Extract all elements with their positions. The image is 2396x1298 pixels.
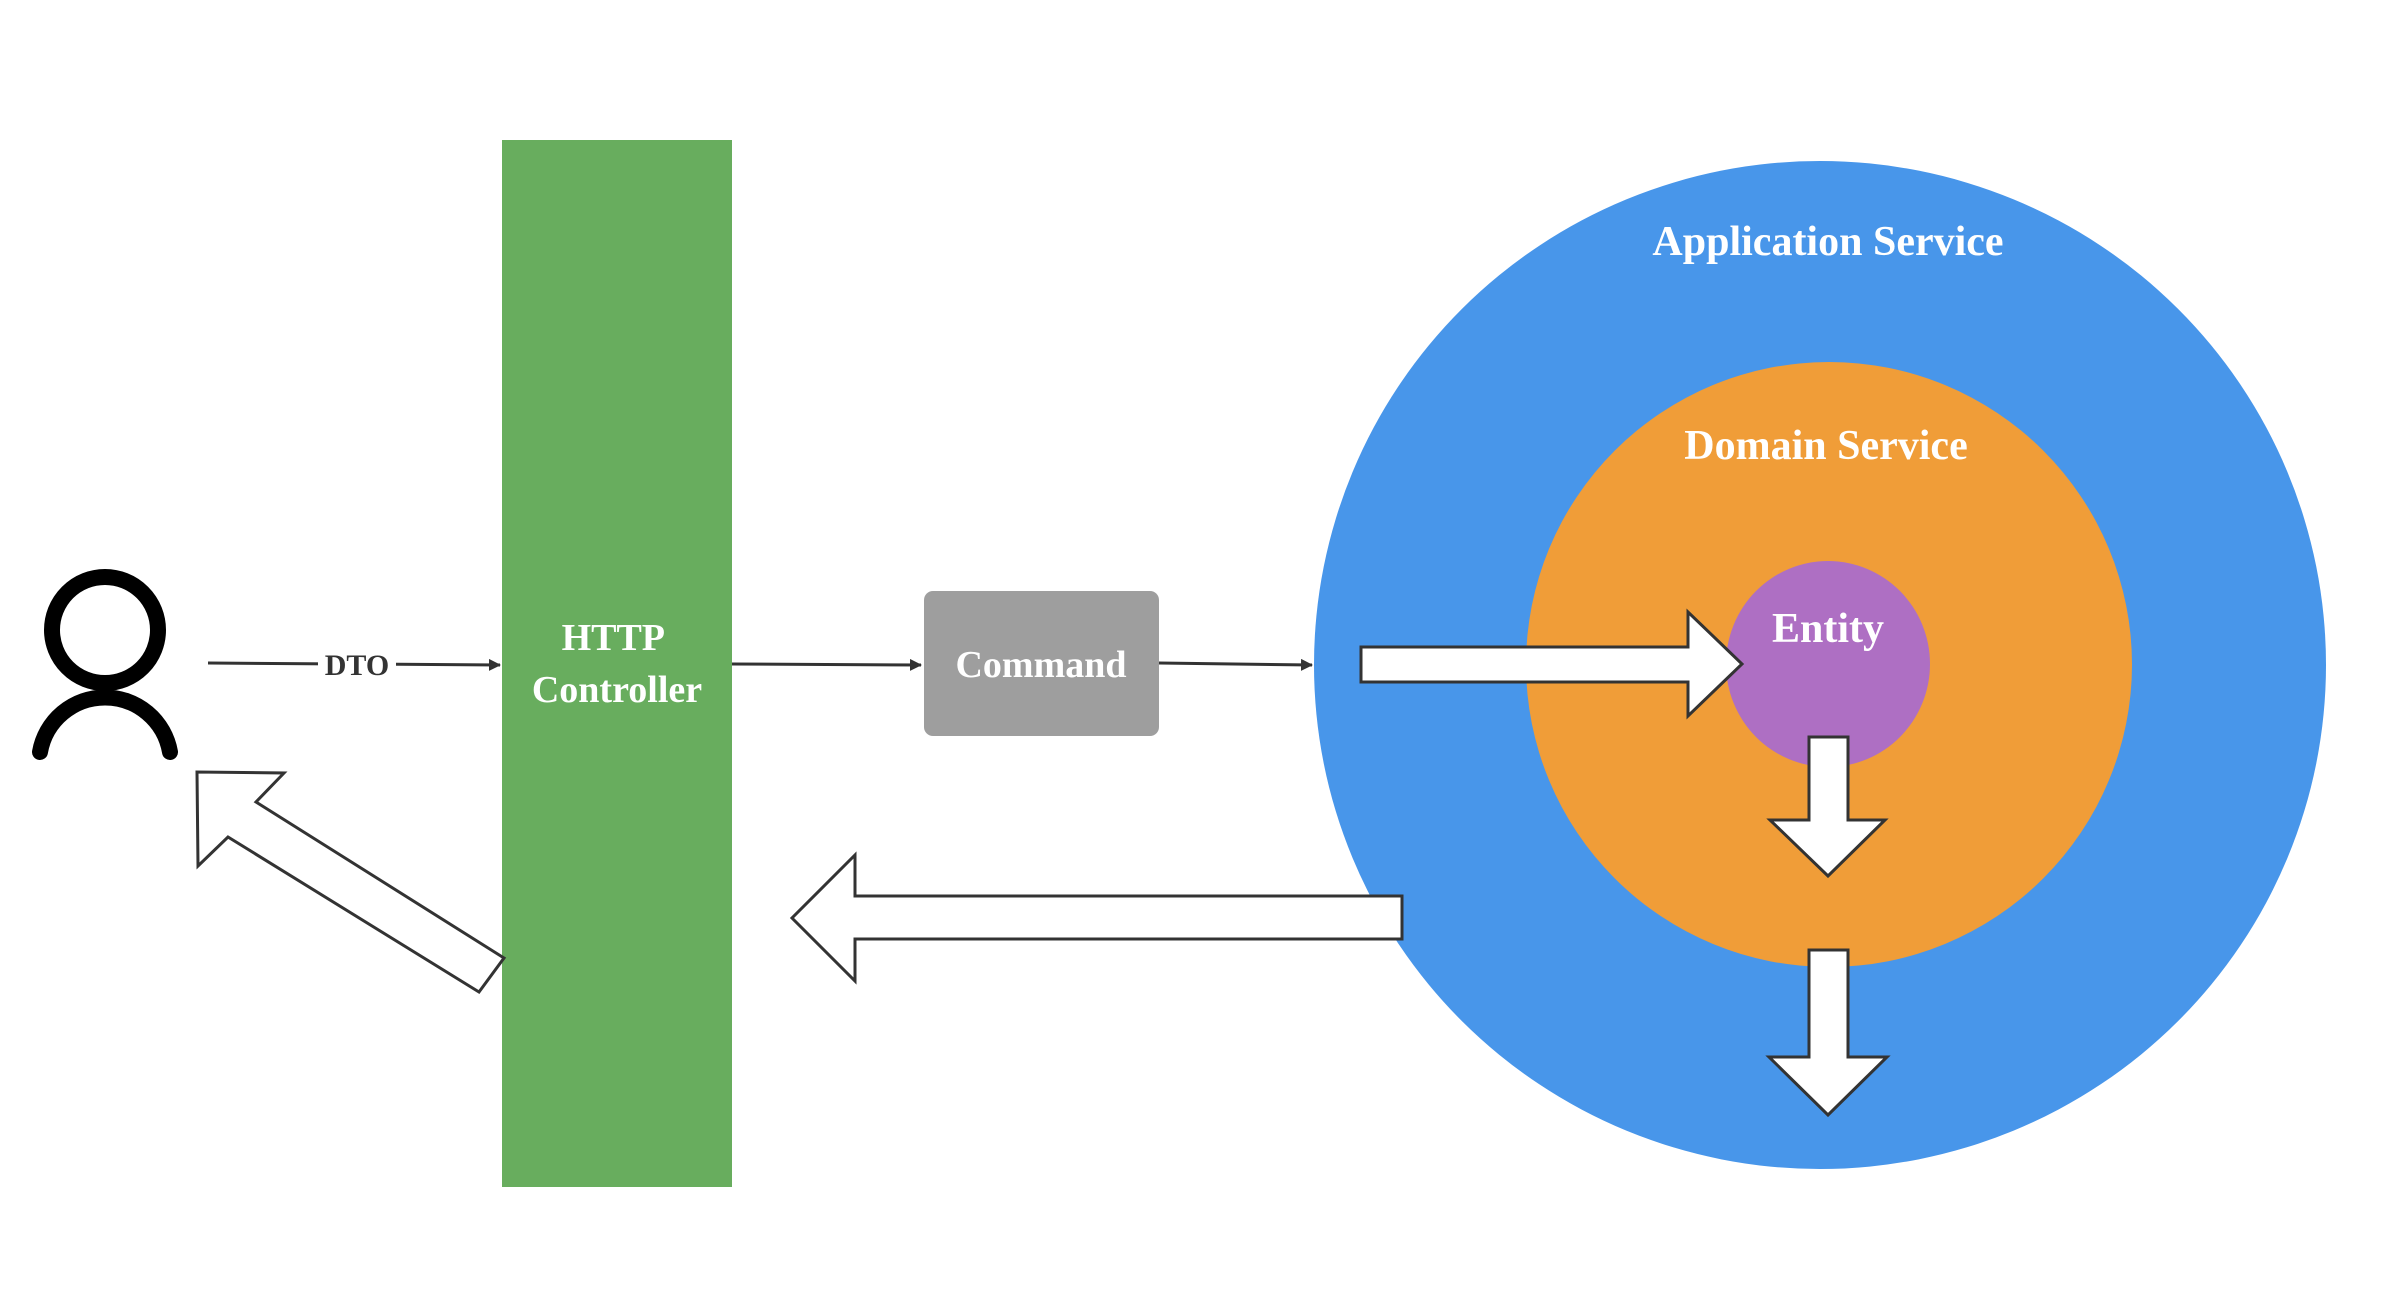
user-icon — [32, 569, 178, 760]
block-arrow-return-left — [789, 851, 1404, 985]
block-arrow-into-entity — [1359, 608, 1745, 720]
command-label: Command — [955, 644, 1126, 686]
command-to-service-arrow — [1158, 658, 1313, 671]
entity-circle — [1726, 561, 1930, 767]
block-arrow-entity-down — [1766, 735, 1889, 879]
http-controller-label-line2: Controller — [532, 669, 702, 711]
http-controller-label-line1: HTTP — [562, 617, 665, 659]
dto-label-background — [318, 647, 396, 681]
http-controller-label: HTTP Controller — [532, 617, 702, 711]
block-arrow-domain-down — [1765, 948, 1891, 1118]
dto-label: DTO — [325, 649, 389, 682]
block-arrow-return-user — [195, 770, 507, 995]
http-controller-box — [502, 140, 732, 1187]
domain-service-label: Domain Service — [1684, 423, 1967, 469]
controller-to-command-arrow — [731, 658, 922, 671]
command-box — [924, 591, 1159, 736]
application-service-label: Application Service — [1652, 219, 2003, 265]
entity-label: Entity — [1772, 606, 1884, 652]
